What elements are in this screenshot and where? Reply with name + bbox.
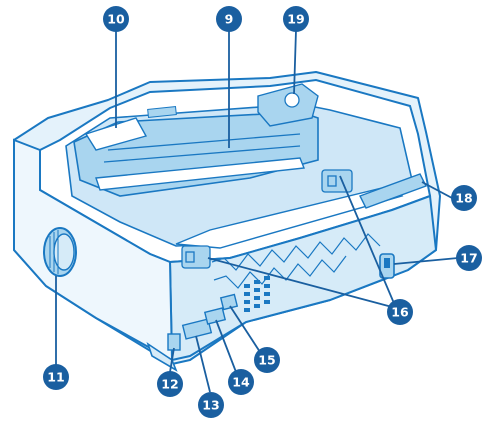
platen-knob [43,227,77,277]
leader-13 [195,335,211,393]
vent-grille [244,276,270,312]
svg-text:9: 9 [225,12,234,27]
callout-19: 19 [283,6,309,32]
connector-15 [219,293,239,311]
svg-text:16: 16 [391,305,409,320]
leader-16a [339,175,397,309]
leader-19 [293,29,297,95]
leader-12 [169,347,175,373]
leader-14 [215,319,237,373]
paper-teeth [211,233,381,289]
svg-text:19: 19 [287,12,304,27]
printer-left-face [13,138,174,362]
callout-15: 15 [254,347,280,373]
svg-text:10: 10 [107,12,125,27]
callout-11: 11 [43,364,69,390]
leader-15 [229,305,261,353]
callout-13: 13 [198,392,224,418]
svg-text:15: 15 [258,353,275,368]
paper-guide-panel [84,117,148,151]
power-switch [379,253,395,279]
svg-text:11: 11 [47,370,64,385]
leader-18 [421,181,453,199]
leader-16b [207,257,397,309]
callout-18: 18 [451,185,477,211]
callout-16: 16 [387,299,413,325]
callout-10: 10 [103,6,129,32]
svg-text:14: 14 [232,375,250,390]
leader-lines [55,29,459,393]
connector-12 [167,333,181,351]
tractor-sprocket-right [321,169,353,193]
tractor-sprocket-left [181,245,211,269]
svg-text:18: 18 [455,191,472,206]
svg-text:13: 13 [202,398,219,413]
printer-foot [146,342,178,372]
svg-text:17: 17 [460,251,477,266]
svg-text:12: 12 [161,377,178,392]
rear-roller [359,173,427,209]
callout-9: 9 [216,6,242,32]
connector-13 [181,318,213,340]
callout-17: 17 [456,245,482,271]
leader-17 [393,257,459,265]
callout-12: 12 [157,371,183,397]
print-head-bar [95,157,305,191]
callout-14: 14 [228,369,254,395]
printer-front-face [168,194,438,362]
